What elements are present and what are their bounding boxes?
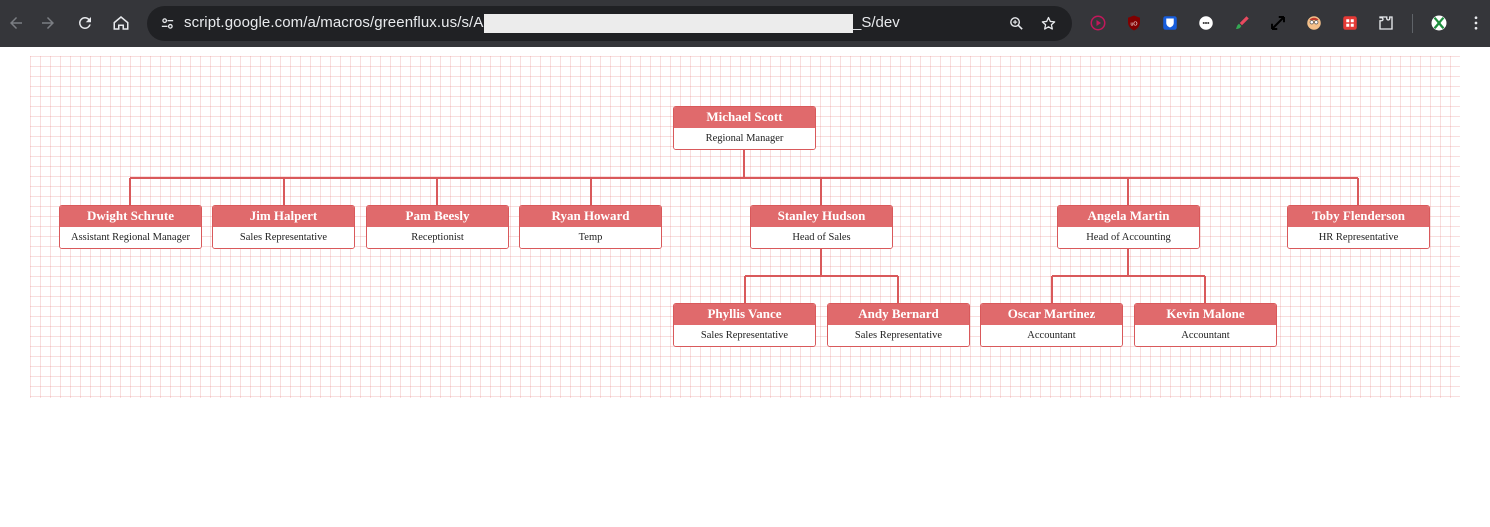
url-text: script.google.com/a/macros/greenflux.us/… bbox=[184, 14, 494, 31]
kebab-menu-icon bbox=[1474, 16, 1478, 30]
extension-dots[interactable] bbox=[1195, 12, 1217, 34]
node-title: Receptionist bbox=[367, 227, 508, 248]
node-name: Pam Beesly bbox=[367, 206, 508, 227]
node-title: Head of Accounting bbox=[1058, 227, 1199, 248]
url-redaction bbox=[484, 14, 853, 33]
extension-expand[interactable] bbox=[1267, 12, 1289, 34]
org-node-kevin[interactable]: Kevin Malone Accountant bbox=[1134, 303, 1277, 347]
extension-ublock[interactable]: uO bbox=[1123, 12, 1145, 34]
extension-avatar[interactable] bbox=[1303, 12, 1325, 34]
org-node-jim[interactable]: Jim Halpert Sales Representative bbox=[212, 205, 355, 249]
site-info-button[interactable] bbox=[153, 9, 181, 37]
play-circle-icon bbox=[1090, 15, 1106, 31]
profile-icon bbox=[1431, 15, 1447, 31]
url-suffix: _S/dev bbox=[853, 14, 900, 31]
zoom-icon bbox=[1009, 16, 1023, 30]
bookmark-button[interactable] bbox=[1035, 10, 1061, 36]
back-arrow-icon bbox=[10, 17, 22, 29]
zoom-button[interactable] bbox=[1003, 10, 1029, 36]
node-name: Angela Martin bbox=[1058, 206, 1199, 227]
org-node-andy[interactable]: Andy Bernard Sales Representative bbox=[827, 303, 970, 347]
node-title: HR Representative bbox=[1288, 227, 1429, 248]
extension-brush[interactable] bbox=[1231, 12, 1253, 34]
node-title: Regional Manager bbox=[674, 128, 815, 149]
node-name: Oscar Martinez bbox=[981, 304, 1122, 325]
node-title: Sales Representative bbox=[213, 227, 354, 248]
tune-icon bbox=[161, 17, 173, 29]
avatar-face-icon bbox=[1307, 16, 1321, 30]
org-node-pam[interactable]: Pam Beesly Receptionist bbox=[366, 205, 509, 249]
node-name: Dwight Schrute bbox=[60, 206, 201, 227]
node-title: Accountant bbox=[981, 325, 1122, 346]
node-name: Michael Scott bbox=[674, 107, 815, 128]
node-title: Assistant Regional Manager bbox=[60, 227, 201, 248]
red-grid-icon bbox=[1343, 16, 1357, 30]
forward-button[interactable] bbox=[32, 7, 64, 39]
extension-bitwarden[interactable] bbox=[1159, 12, 1181, 34]
node-name: Kevin Malone bbox=[1135, 304, 1276, 325]
node-name: Phyllis Vance bbox=[674, 304, 815, 325]
org-node-ryan[interactable]: Ryan Howard Temp bbox=[519, 205, 662, 249]
node-title: Temp bbox=[520, 227, 661, 248]
org-node-oscar[interactable]: Oscar Martinez Accountant bbox=[980, 303, 1123, 347]
paint-brush-icon bbox=[1236, 16, 1249, 29]
toolbar-divider bbox=[1412, 14, 1413, 33]
back-button[interactable] bbox=[0, 7, 32, 39]
expand-arrows-icon bbox=[1271, 16, 1285, 30]
extension-play[interactable] bbox=[1087, 12, 1109, 34]
browser-menu-button[interactable] bbox=[1465, 12, 1487, 34]
node-name: Ryan Howard bbox=[520, 206, 661, 227]
ublock-icon: uO bbox=[1128, 15, 1140, 31]
extension-grid[interactable] bbox=[1339, 12, 1361, 34]
org-node-phyllis[interactable]: Phyllis Vance Sales Representative bbox=[673, 303, 816, 347]
org-node-toby[interactable]: Toby Flenderson HR Representative bbox=[1287, 205, 1430, 249]
node-name: Jim Halpert bbox=[213, 206, 354, 227]
bitwarden-icon bbox=[1163, 16, 1177, 30]
node-name: Toby Flenderson bbox=[1288, 206, 1429, 227]
node-title: Sales Representative bbox=[828, 325, 969, 346]
forward-arrow-icon bbox=[42, 17, 54, 29]
org-node-angela[interactable]: Angela Martin Head of Accounting bbox=[1057, 205, 1200, 249]
org-node-root[interactable]: Michael Scott Regional Manager bbox=[673, 106, 816, 150]
node-title: Sales Representative bbox=[674, 325, 815, 346]
node-title: Accountant bbox=[1135, 325, 1276, 346]
home-button[interactable] bbox=[105, 7, 137, 39]
star-icon bbox=[1041, 16, 1055, 30]
home-icon bbox=[113, 16, 129, 30]
dots-circle-icon bbox=[1199, 16, 1213, 30]
org-node-dwight[interactable]: Dwight Schrute Assistant Regional Manage… bbox=[59, 205, 202, 249]
extensions-menu-button[interactable] bbox=[1375, 12, 1397, 34]
node-title: Head of Sales bbox=[751, 227, 892, 248]
profile-button[interactable] bbox=[1428, 12, 1450, 34]
reload-icon bbox=[78, 16, 91, 29]
org-node-stanley[interactable]: Stanley Hudson Head of Sales bbox=[750, 205, 893, 249]
browser-toolbar: script.google.com/a/macros/greenflux.us/… bbox=[0, 0, 1490, 47]
reload-button[interactable] bbox=[69, 7, 101, 39]
node-name: Stanley Hudson bbox=[751, 206, 892, 227]
node-name: Andy Bernard bbox=[828, 304, 969, 325]
puzzle-icon bbox=[1379, 16, 1393, 30]
address-bar[interactable]: script.google.com/a/macros/greenflux.us/… bbox=[147, 6, 1072, 41]
svg-text:uO: uO bbox=[1130, 21, 1137, 27]
